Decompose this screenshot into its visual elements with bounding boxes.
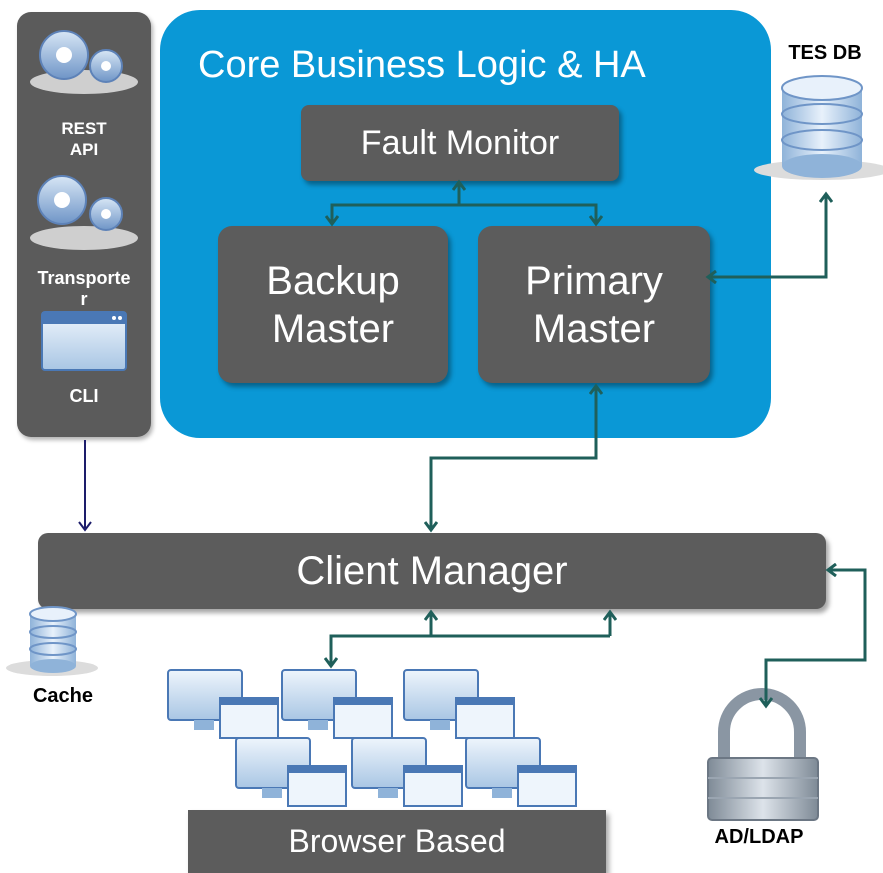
backup-master-box: Backup Master — [218, 226, 448, 383]
client-browser-connectors — [331, 614, 610, 664]
cache-label: Cache — [32, 685, 94, 707]
transporter-label: Transporte r — [37, 268, 131, 309]
ad-ldap-padlock-icon — [707, 688, 819, 821]
tes-db-database-icon — [754, 75, 883, 180]
browser-based-box: Browser Based — [188, 810, 606, 873]
monitor-icon — [281, 669, 393, 739]
cli-label: CLI — [69, 386, 99, 406]
fault-monitor-box: Fault Monitor — [301, 105, 619, 181]
tes-db-label: TES DB — [788, 42, 862, 64]
ad-ldap-label: AD/LDAP — [714, 826, 804, 848]
primary-tesdb-connector — [710, 196, 826, 277]
client-ldap-connector — [766, 570, 867, 704]
rest-api-label: REST API — [61, 119, 107, 159]
monitor-icon — [403, 669, 515, 739]
monitor-icon — [235, 737, 347, 807]
monitor-icon — [351, 737, 463, 807]
transporter-gears-icon — [30, 175, 138, 250]
rest-api-gears-icon — [30, 30, 138, 94]
client-monitors — [167, 669, 577, 807]
monitor-icon — [167, 669, 279, 739]
monitor-icon — [465, 737, 577, 807]
cache-database-icon — [6, 606, 98, 676]
primary-master-box: Primary Master — [478, 226, 710, 383]
cli-window-icon — [41, 311, 127, 371]
primary-client-connector — [431, 388, 596, 528]
core-title: Core Business Logic & HA — [198, 44, 646, 86]
client-manager-box: Client Manager — [38, 533, 826, 609]
fault-monitor-connectors — [332, 184, 596, 222]
